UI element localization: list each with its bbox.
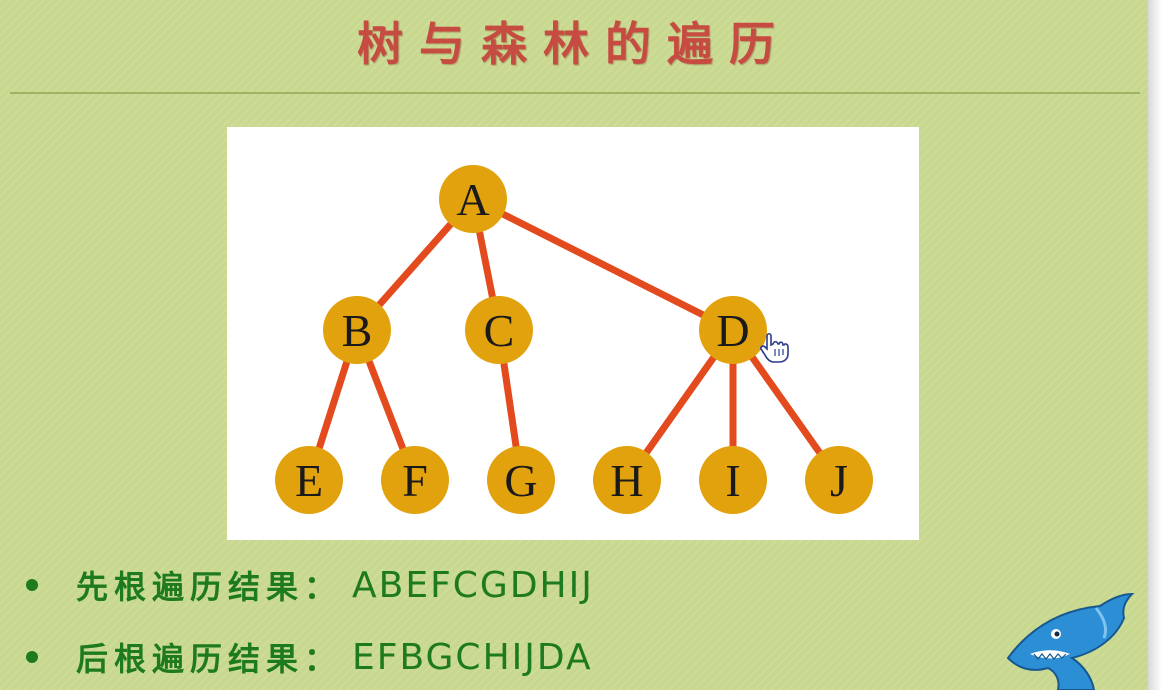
postorder-result-value: EFBGCHIJDA [352,636,593,678]
preorder-result-value: ABEFCGDHIJ [352,564,594,606]
tree-node-circle [439,165,507,233]
tree-node-label: B [342,305,373,356]
tree-diagram: A B C D E F G H I J [275,165,873,514]
tree-node-e: E [275,446,343,514]
tree-node-label: D [716,305,749,356]
tree-node-circle [487,446,555,514]
postorder-result-label: 后根遍历结果： [76,640,343,678]
tree-node-a: A [439,165,507,233]
tree-node-circle [805,446,873,514]
bullet-dot [26,579,38,591]
slide-title: 树与森林的遍历 [357,17,791,71]
hand-cursor-icon [760,332,789,363]
tree-node-circle [465,296,533,364]
tree-node-label: G [504,455,537,506]
tree-node-circle [381,446,449,514]
tree-node-g: G [487,446,555,514]
tree-node-circle [323,296,391,364]
slide-right-edge [1148,0,1162,690]
shark-logo-icon [1006,592,1135,690]
tree-node-label: C [484,305,515,356]
postorder-result-row: 后根遍历结果： EFBGCHIJDA [26,632,593,682]
tree-node-label: A [456,174,489,225]
tree-node-circle [275,446,343,514]
tree-node-f: F [381,446,449,514]
preorder-result-row: 先根遍历结果： ABEFCGDHIJ [26,560,594,610]
tree-node-b: B [323,296,391,364]
title-divider [10,92,1140,94]
tree-nodes: A B C D E F G H I J [275,165,873,514]
tree-node-label: F [402,455,428,506]
tree-diagram-panel: A B C D E F G H I J [227,127,919,540]
tree-node-circle [593,446,661,514]
tree-node-label: I [725,455,740,506]
tree-node-label: H [610,455,643,506]
tree-node-h: H [593,446,661,514]
bullet-dot [26,651,38,663]
tree-node-circle [699,446,767,514]
tree-node-d: D [699,296,767,364]
tree-node-j: J [805,446,873,514]
tree-node-c: C [465,296,533,364]
tree-edge-a-d [469,195,737,334]
tree-node-label: E [295,455,323,506]
preorder-result-label: 先根遍历结果： [76,568,343,606]
tree-node-i: I [699,446,767,514]
tree-node-label: J [830,455,848,506]
tree-node-circle [699,296,767,364]
